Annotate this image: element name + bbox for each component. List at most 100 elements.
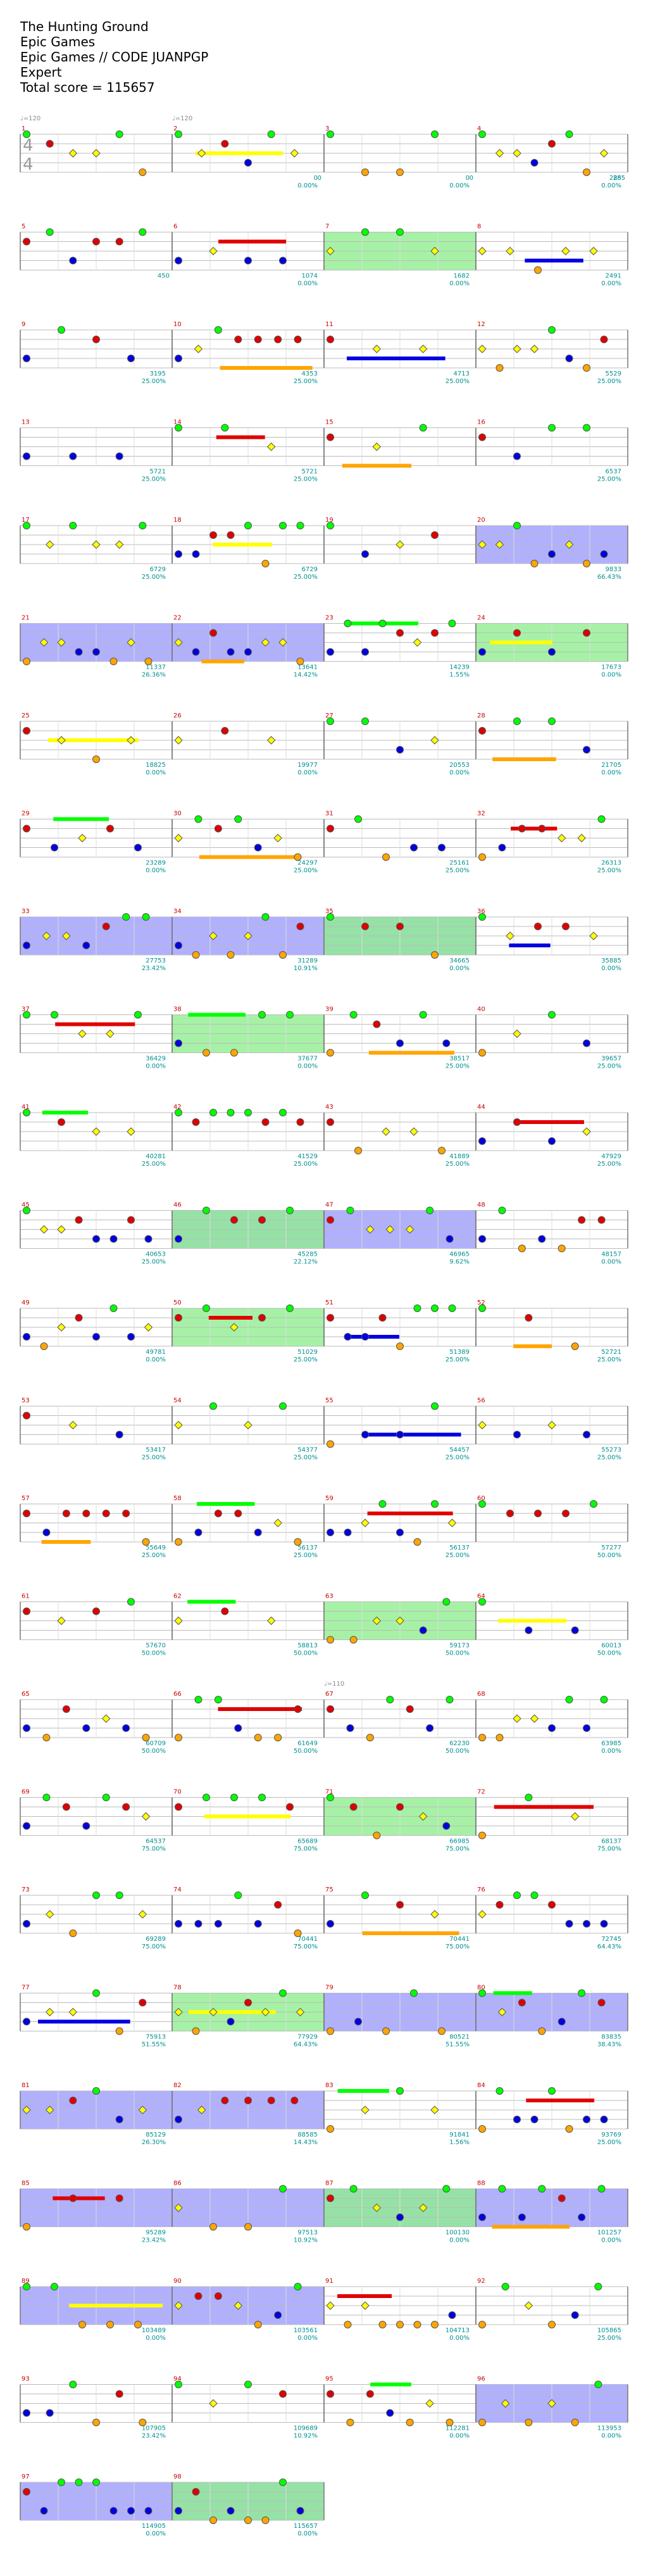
measure-score: 72745 (601, 1936, 621, 1943)
note-gem (122, 1803, 130, 1811)
measure-score: 34665 (449, 957, 470, 964)
measure-score: 21705 (601, 762, 621, 769)
note-gem (431, 1500, 439, 1508)
measure-score: 113953 (597, 2425, 621, 2432)
note-gem (344, 619, 352, 628)
sustain-bar (38, 2019, 130, 2024)
note-gem (106, 824, 114, 833)
note-gem (498, 2185, 506, 2193)
measure-2: 200.00%0 (171, 125, 325, 189)
measure-number: 86 (173, 2180, 182, 2187)
measure-number: 38 (173, 1006, 182, 1013)
note-gem (82, 1724, 90, 1732)
measure-percent: 26.36% (142, 672, 166, 679)
note-gem (244, 2223, 252, 2231)
measure-number: 69 (22, 1789, 30, 1796)
measure-percent: 38.43% (597, 2042, 621, 2049)
note-gem (214, 1696, 222, 1703)
note-gem (513, 344, 521, 353)
note-gem (23, 1724, 30, 1732)
note-gem (327, 2125, 334, 2133)
note-gem (58, 1118, 65, 1126)
note-gem (354, 815, 362, 823)
note-gem (583, 364, 590, 372)
note-gem (431, 531, 439, 539)
note-gem (175, 130, 182, 138)
note-gem (562, 923, 570, 930)
note-gem (42, 1529, 51, 1536)
note-gem (261, 2516, 270, 2524)
note-gem (109, 1235, 118, 1243)
measure-number: 36 (477, 908, 485, 915)
measure-score: 5721 (302, 469, 318, 476)
note-gem (267, 130, 275, 138)
note-gem (426, 1724, 434, 1732)
note-gem (40, 1342, 48, 1350)
note-gem (565, 1696, 573, 1703)
note-gem (495, 1734, 504, 1741)
note-gem (361, 550, 369, 558)
note-gem (42, 931, 51, 940)
note-gem (279, 2390, 287, 2398)
note-gem (431, 1402, 439, 1410)
note-gem (571, 2418, 579, 2427)
measure-score: 4353 (302, 370, 318, 377)
measure-score: 70441 (449, 1936, 470, 1943)
measure-number: 32 (477, 811, 485, 818)
note-gem (254, 336, 262, 343)
note-gem (495, 2087, 504, 2095)
measure-score: 14239 (449, 664, 470, 671)
note-gem (78, 1029, 87, 1039)
note-gem (327, 717, 334, 725)
measure-percent: 25.00% (294, 574, 318, 581)
measure-percent: 0.00% (449, 281, 470, 287)
note-gem (564, 540, 574, 549)
note-gem (273, 1518, 282, 1527)
measure-number: 45 (22, 1202, 30, 1209)
note-gem (221, 2097, 229, 2104)
song-title: The Hunting Ground (20, 19, 149, 34)
measure-count: 285 (613, 175, 625, 182)
measure-percent: 25.00% (597, 868, 621, 874)
note-gem (286, 1304, 294, 1312)
note-gem (209, 246, 218, 256)
note-gem (192, 2488, 200, 2496)
measure-percent: 75.00% (142, 1846, 166, 1853)
sustain-bar (208, 1316, 252, 1320)
measure-score: 59173 (449, 1643, 470, 1650)
note-gem (175, 256, 182, 265)
measure-percent: 9.62% (449, 1259, 470, 1266)
sustain-bar (196, 151, 284, 155)
note-gem (495, 540, 504, 549)
note-gem (45, 1910, 54, 1919)
measure-percent: 75.00% (446, 1846, 470, 1853)
measure-number: 6 (173, 224, 177, 230)
measure-score: 69289 (146, 1936, 166, 1943)
measure-score: 57277 (601, 1544, 621, 1551)
note-gem (51, 2283, 58, 2290)
note-gem (51, 1011, 58, 1019)
note-gem (209, 1402, 217, 1410)
note-gem (525, 1626, 533, 1634)
measure-percent: 25.00% (597, 378, 621, 385)
measure-score: 45285 (297, 1251, 318, 1258)
note-gem (127, 736, 135, 745)
measure-percent: 25.00% (294, 476, 318, 483)
note-gem (42, 1793, 51, 1802)
note-gem (102, 1793, 110, 1802)
measure-score: 9833 (606, 566, 621, 573)
note-gem (92, 2418, 100, 2427)
note-gem (396, 168, 404, 176)
note-gem (273, 833, 282, 843)
